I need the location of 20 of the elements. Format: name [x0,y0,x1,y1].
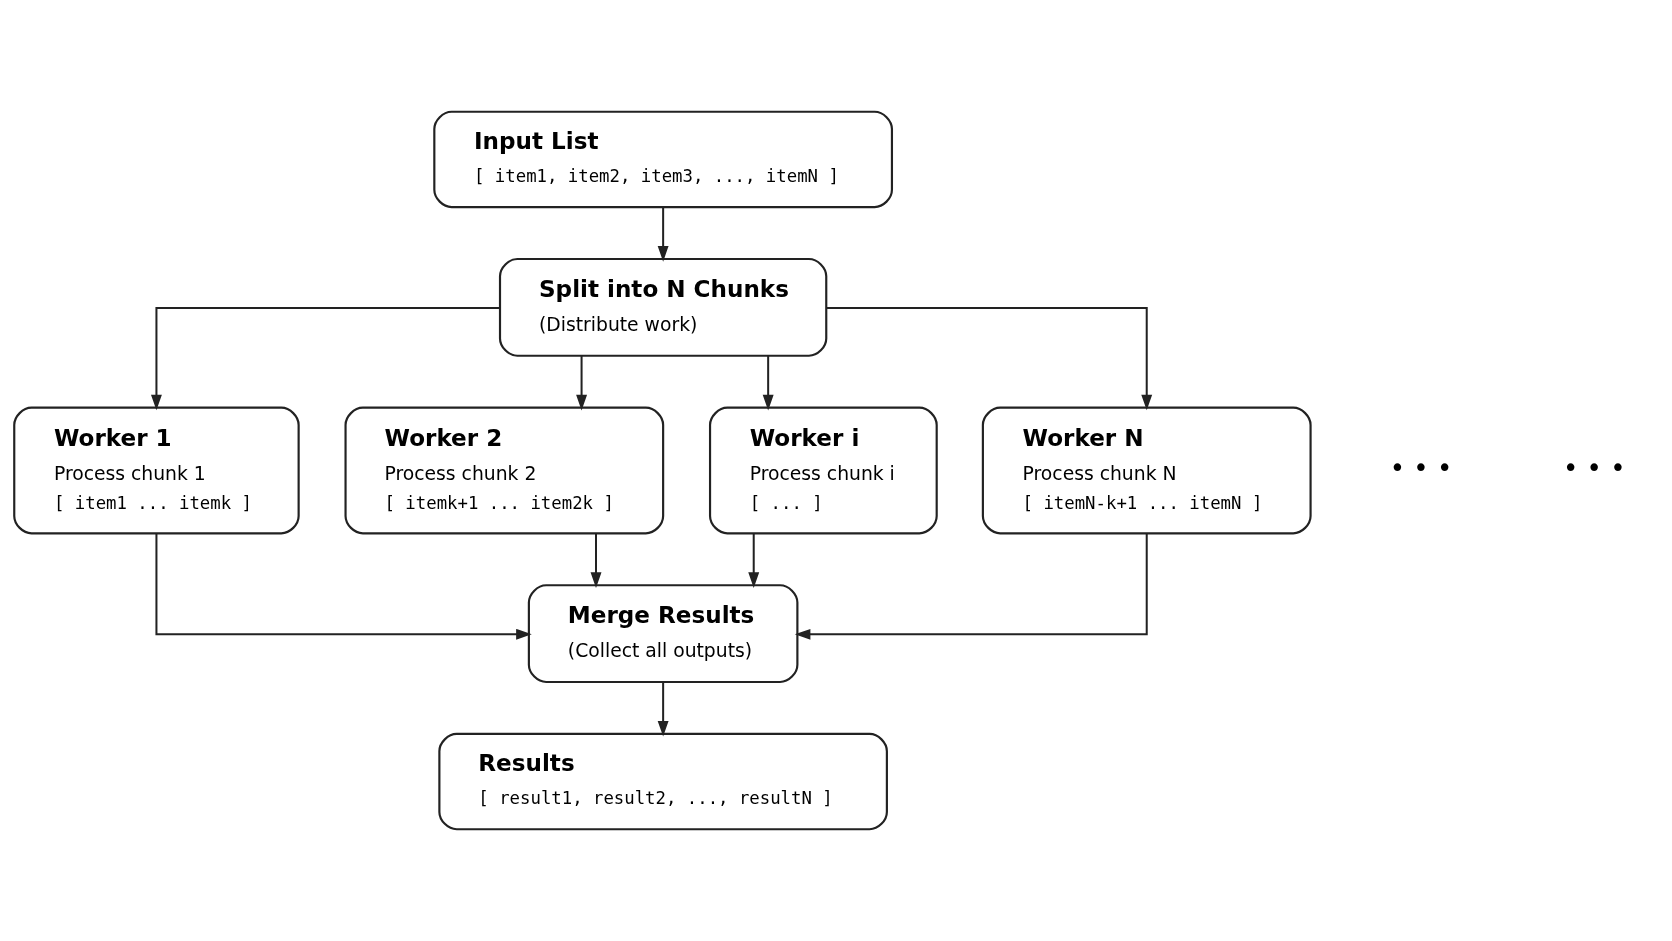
arrow [657,207,669,262]
arrow [150,307,500,411]
arrow [576,355,588,411]
arrow [762,355,774,411]
arrow [657,682,669,737]
label: • • • [1563,452,1626,483]
node-box: Results [ result1, result2, ..., resultN ] [438,732,888,831]
node-box: Split into N Chunks (Distribute work) [498,257,828,357]
arrow [748,533,760,588]
node-box: Merge Results (Collect all outputs) [527,584,799,684]
node-box: Worker N Process chunk N [ itemN-k+1 ... itemN ] [981,406,1312,535]
node-box: Worker 2 Process chunk 2 [ itemk+1 ... item2k ] [344,406,665,535]
node-box: Input List [ item1, item2, item3, ..., itemN ] [433,110,894,209]
arrow [794,533,1148,640]
arrow [826,307,1153,411]
node-box: Worker 1 Process chunk 1 [ item1 ... itemk ] [13,406,300,535]
arrow [590,533,602,588]
node-box: Worker i Process chunk i [ ... ] [708,406,938,535]
label: • • • [1389,452,1453,483]
arrow [155,533,532,640]
